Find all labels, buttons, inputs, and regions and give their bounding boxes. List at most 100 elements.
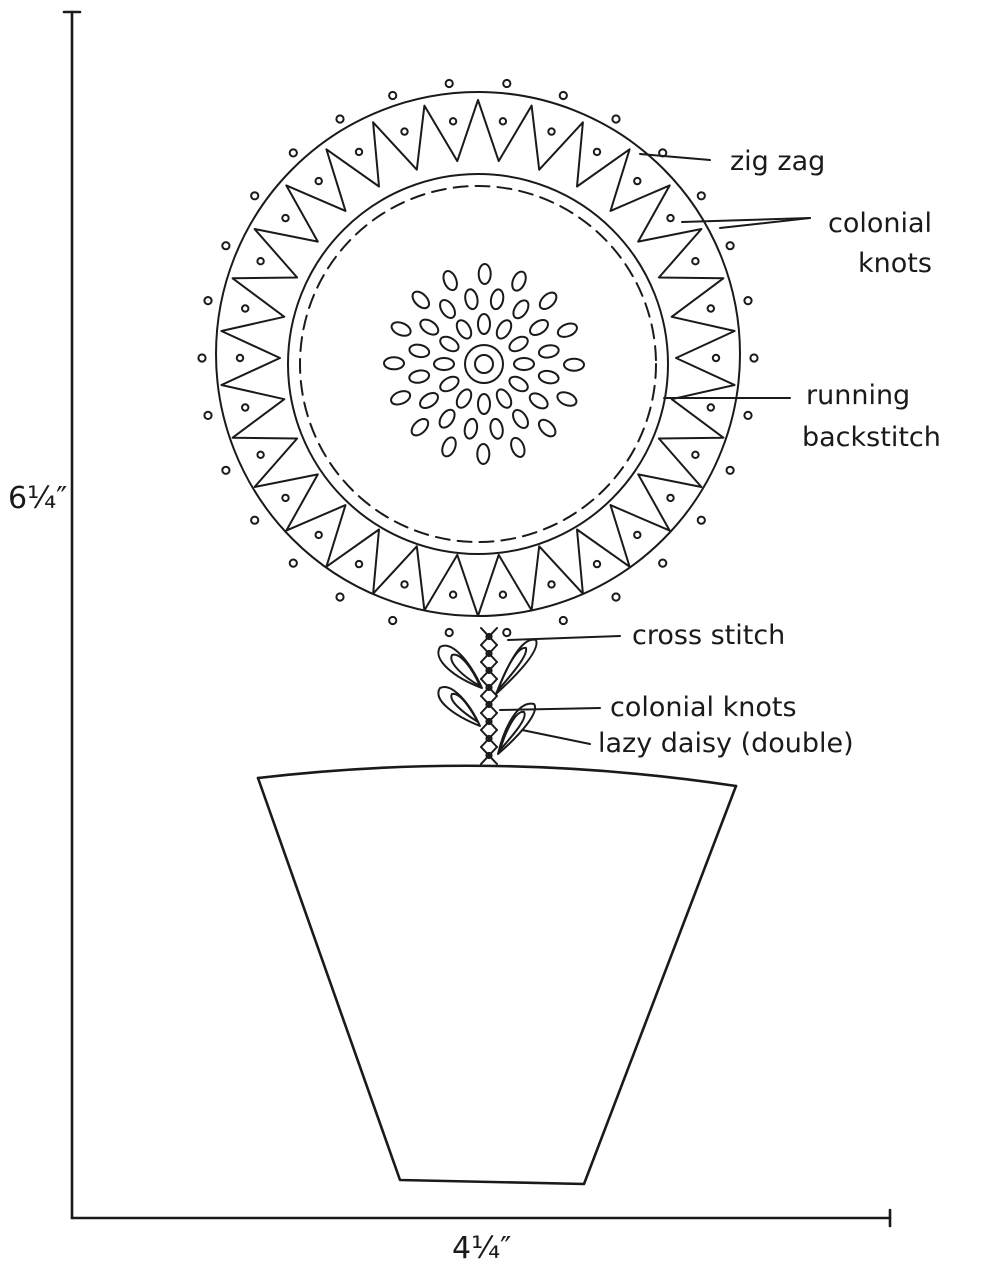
colonial-knot (659, 560, 666, 567)
petal (489, 418, 505, 440)
petal (510, 298, 531, 321)
colonial-knot (500, 592, 506, 598)
petal (494, 387, 514, 410)
colonial-knot (667, 495, 673, 501)
petal (434, 358, 454, 370)
label-colonial-knots-line1: colonial (828, 208, 932, 239)
petal (410, 289, 433, 312)
colonial-knot (698, 192, 705, 199)
petal (489, 288, 505, 310)
colonial-knot (698, 517, 705, 524)
center-inner-circle (475, 355, 493, 373)
colonial-knot (257, 452, 263, 458)
colonial-knot (290, 149, 297, 156)
petal (437, 297, 458, 320)
colonial-knot (708, 305, 714, 311)
petal (507, 374, 530, 394)
colonial-knot (634, 532, 640, 538)
petal (437, 407, 458, 430)
petal (478, 314, 490, 334)
colonial-knot (204, 412, 211, 419)
petal (390, 320, 413, 339)
petal (464, 288, 480, 310)
colonial-knot (401, 581, 407, 587)
petal (440, 435, 459, 458)
colonial-knot (401, 128, 407, 134)
label-lazy-daisy: lazy daisy (double) (598, 728, 854, 759)
colonial-knot (594, 561, 600, 567)
petal (384, 357, 404, 369)
colonial-knot (316, 178, 322, 184)
colonial-knot (713, 355, 719, 361)
petal (408, 343, 430, 359)
colonial-knot (336, 593, 343, 600)
colonial-knot (316, 532, 322, 538)
label-cross-stitch: cross stitch (632, 620, 785, 651)
colonial-knot (634, 178, 640, 184)
colonial-knot (744, 412, 751, 419)
running-backstitch-ring (300, 186, 656, 542)
label-colonial-knots-line2: knots (858, 248, 932, 279)
petal (408, 369, 430, 385)
colonial-knot (548, 581, 554, 587)
colonial-knot (692, 452, 698, 458)
inner-ring (288, 174, 668, 554)
petal (478, 394, 490, 414)
colonial-knot (282, 495, 288, 501)
flower-head (198, 80, 757, 636)
colonial-knot (503, 80, 510, 87)
colonial-knot (251, 517, 258, 524)
petal (454, 387, 474, 410)
petal (507, 334, 530, 354)
petal (527, 317, 550, 338)
petal (494, 318, 514, 341)
colonial-knot (290, 560, 297, 567)
colonial-knot (692, 258, 698, 264)
petal (508, 436, 527, 459)
cross-stitch (481, 696, 497, 713)
colonial-knot (667, 215, 673, 221)
center-petals (384, 264, 584, 464)
colonial-knot (727, 467, 734, 474)
stem (438, 628, 536, 764)
colonial-knot (744, 297, 751, 304)
colonial-knot (198, 354, 205, 361)
petal (441, 269, 460, 292)
height-dimension-label: 6¼″ (8, 481, 67, 516)
colonial-knot (242, 404, 248, 410)
petal (510, 270, 529, 293)
colonial-knot (222, 242, 229, 249)
cross-stitch (481, 713, 497, 730)
petal (538, 344, 560, 360)
cross-stitch (481, 662, 497, 679)
cross-stitch (481, 747, 497, 764)
colonial-knot (446, 80, 453, 87)
label-zig-zag: zig zag (730, 146, 825, 177)
petal (510, 407, 531, 430)
cross-stitch (481, 679, 497, 696)
petal (418, 317, 441, 338)
outer-ring (216, 92, 740, 616)
colonial-knot (356, 149, 362, 155)
petal (538, 369, 560, 385)
petal (477, 444, 489, 464)
colonial-knot (282, 215, 288, 221)
pot-rim (258, 766, 736, 786)
petal (417, 390, 440, 411)
lazy-daisy-leader (522, 730, 590, 744)
colonial-knot (446, 629, 453, 636)
petal (514, 358, 534, 370)
colonial-knot (548, 128, 554, 134)
petal (454, 318, 474, 341)
cross-stitch-leader (508, 636, 620, 640)
petal (438, 374, 461, 394)
colonial-knot (450, 592, 456, 598)
colonial-knots-stem-leader (500, 708, 600, 710)
colonial-knot (204, 297, 211, 304)
stitch-labels: zig zag colonial knots running backstitc… (598, 146, 941, 759)
colonial-knot (708, 404, 714, 410)
colonial-knot (336, 115, 343, 122)
colonial-knot (750, 354, 757, 361)
